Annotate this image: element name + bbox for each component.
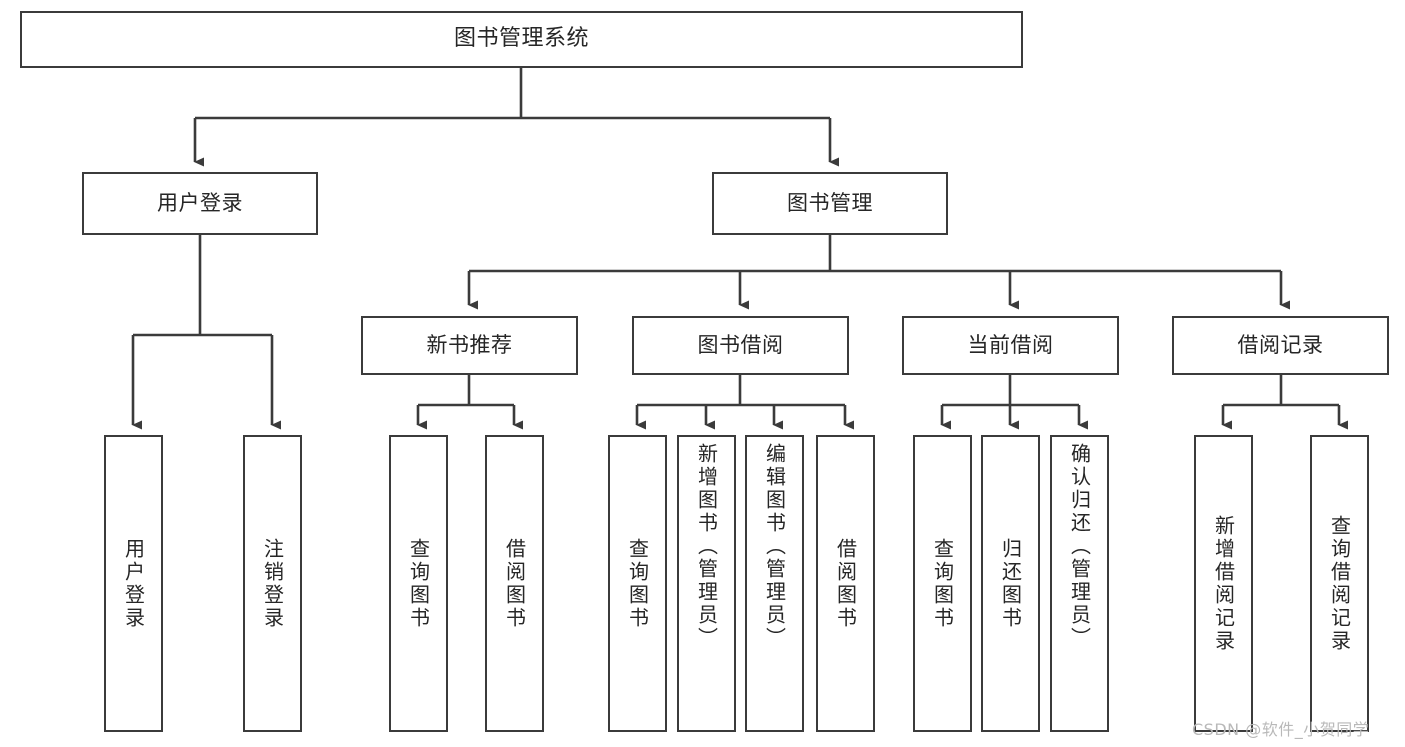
leaf-current-borrow-query-book[interactable]: 查询图书: [913, 435, 972, 732]
leaf-book-borrow-borrow-book[interactable]: 借阅图书: [816, 435, 875, 732]
node-book-management[interactable]: 图书管理: [712, 172, 948, 235]
node-label: 借阅图书: [833, 537, 858, 630]
leaf-new-book-borrow-book[interactable]: 借阅图书: [485, 435, 544, 732]
leaf-book-borrow-edit-book[interactable]: 编辑图书（管理员）: [745, 435, 804, 732]
node-root-system[interactable]: 图书管理系统: [20, 11, 1023, 68]
node-label: 确认归还（管理员）: [1067, 443, 1092, 650]
node-label: 当前借阅: [967, 332, 1054, 357]
leaf-new-book-query-book[interactable]: 查询图书: [389, 435, 448, 732]
node-label: 归还图书: [998, 537, 1023, 630]
node-label: 查询图书: [625, 537, 650, 630]
leaf-borrow-record-query-record[interactable]: 查询借阅记录: [1310, 435, 1369, 732]
leaf-book-borrow-add-book[interactable]: 新增图书（管理员）: [677, 435, 736, 732]
node-label: 查询图书: [406, 537, 431, 630]
leaf-user-login-logout[interactable]: 注销登录: [243, 435, 302, 732]
node-label: 图书管理: [787, 190, 873, 215]
node-label: 查询借阅记录: [1327, 514, 1352, 653]
leaf-current-borrow-return-book[interactable]: 归还图书: [981, 435, 1040, 732]
node-new-book-recommend[interactable]: 新书推荐: [361, 316, 578, 375]
node-current-borrow[interactable]: 当前借阅: [902, 316, 1119, 375]
node-label: 查询图书: [930, 537, 955, 630]
node-borrow-record[interactable]: 借阅记录: [1172, 316, 1389, 375]
node-label: 新增借阅记录: [1211, 514, 1236, 653]
node-book-borrow[interactable]: 图书借阅: [632, 316, 849, 375]
node-user-login[interactable]: 用户登录: [82, 172, 318, 235]
node-label: 借阅记录: [1237, 332, 1324, 357]
node-label: 用户登录: [121, 537, 146, 630]
node-label: 新书推荐: [426, 332, 513, 357]
leaf-book-borrow-query-book[interactable]: 查询图书: [608, 435, 667, 732]
leaf-current-borrow-confirm-return[interactable]: 确认归还（管理员）: [1050, 435, 1109, 732]
node-label: 用户登录: [157, 190, 243, 215]
watermark-text: CSDN @软件_小贺同学: [1192, 720, 1370, 739]
leaf-borrow-record-add-record[interactable]: 新增借阅记录: [1194, 435, 1253, 732]
node-label: 图书管理系统: [453, 26, 589, 52]
node-label: 注销登录: [260, 537, 285, 630]
leaf-user-login-login[interactable]: 用户登录: [104, 435, 163, 732]
node-label: 图书借阅: [697, 332, 784, 357]
node-label: 新增图书（管理员）: [694, 443, 719, 650]
node-label: 借阅图书: [502, 537, 527, 630]
node-label: 编辑图书（管理员）: [762, 443, 787, 650]
